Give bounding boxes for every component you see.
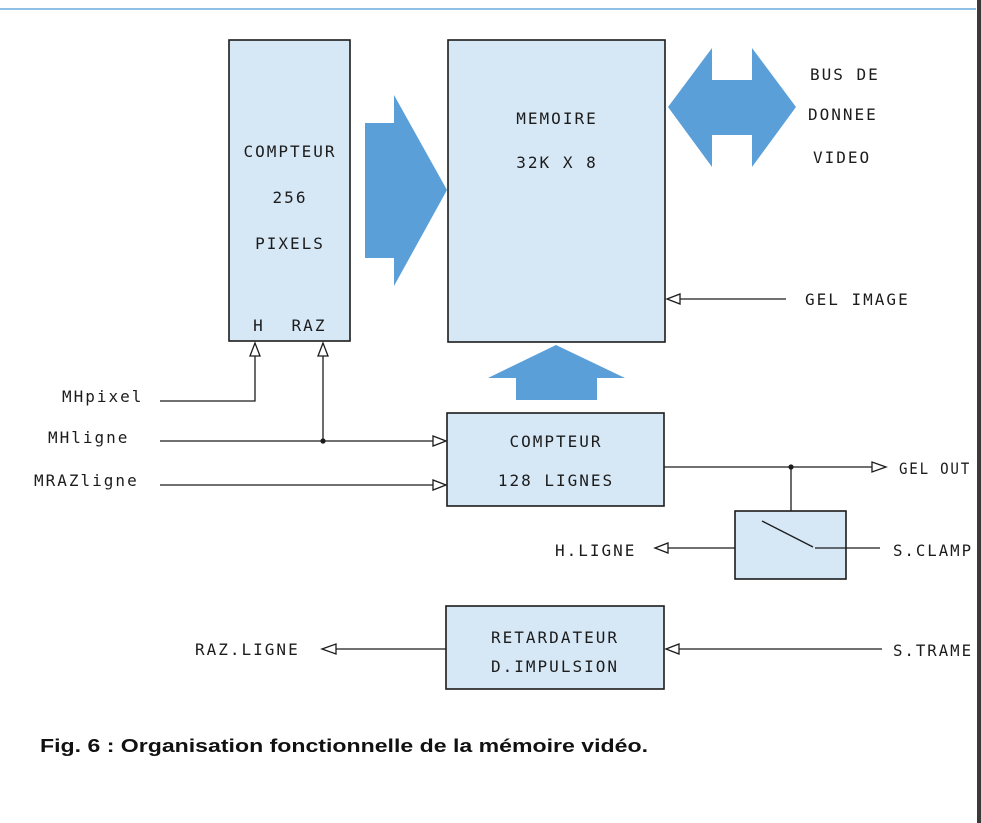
pixel-counter-box: [228, 39, 351, 342]
line-counter-block: COMPTEUR 128 LIGNES: [446, 412, 665, 507]
raz-ligne-label: RAZ.LIGNE: [195, 640, 300, 659]
top-rule: [0, 8, 976, 10]
s-trame-label: S.TRAME: [893, 641, 973, 660]
line-counter-line-2: 128 LIGNES: [498, 471, 614, 490]
delay-block: RETARDATEUR D.IMPULSION: [445, 605, 665, 690]
memory-line-2: 32K X 8: [516, 153, 597, 172]
gel-out-label: GEL OUT: [899, 459, 971, 478]
figure-caption: Fig. 6 : Organisation fonctionnelle de l…: [40, 736, 648, 756]
page-edge: [977, 0, 981, 823]
s-clamp-label: S.CLAMP: [893, 541, 973, 560]
switch-blade: [761, 520, 814, 548]
address-arrow-up: [488, 345, 625, 400]
pixel-counter-line-1: COMPTEUR: [243, 142, 336, 161]
h-input-arrowhead: [249, 341, 261, 357]
pixel-counter-line-2: 256: [273, 188, 308, 207]
pixel-counter-block: COMPTEUR 256 PIXELS H RAZ: [228, 39, 351, 342]
mhligne-label: MHligne: [48, 428, 129, 447]
mrazligne-arrowhead: [432, 479, 448, 491]
raz-input-arrowhead: [317, 341, 329, 357]
line-counter-line-1: COMPTEUR: [509, 432, 602, 451]
memory-line-1: MEMOIRE: [516, 109, 597, 128]
delay-line-1: RETARDATEUR: [491, 628, 619, 647]
mhligne-arrowhead: [432, 435, 448, 447]
mhpixel-wire: [160, 356, 256, 402]
switch-box: [734, 510, 847, 580]
h-ligne-label: H.LIGNE: [555, 541, 636, 560]
data-bus-double-arrow: [668, 48, 796, 167]
delay-box: [445, 605, 665, 690]
s-trame-arrowhead: [664, 643, 680, 655]
pixel-counter-port-h: H: [253, 316, 265, 335]
bus-label-line-2: DONNEE: [808, 105, 878, 124]
delay-line-2: D.IMPULSION: [491, 657, 619, 676]
line-counter-box: [446, 412, 665, 507]
mhpixel-label: MHpixel: [62, 387, 143, 406]
pixel-counter-line-3: PIXELS: [255, 234, 325, 253]
pixel-counter-port-raz: RAZ: [292, 316, 327, 335]
switch-block: [734, 510, 847, 580]
mrazligne-label: MRAZligne: [34, 471, 139, 490]
memory-box: [447, 39, 666, 343]
raz-ligne-arrowhead: [320, 643, 337, 655]
gel-out-arrowhead: [871, 461, 888, 473]
gel-image-label: GEL IMAGE: [805, 290, 910, 309]
bus-label-line-3: VIDEO: [813, 148, 871, 167]
memory-block: MEMOIRE 32K X 8: [447, 39, 666, 343]
gel-image-arrowhead: [665, 293, 681, 305]
bus-label-line-1: BUS DE: [810, 65, 880, 84]
address-arrow-right: [365, 95, 447, 286]
h-ligne-arrowhead: [653, 542, 669, 554]
